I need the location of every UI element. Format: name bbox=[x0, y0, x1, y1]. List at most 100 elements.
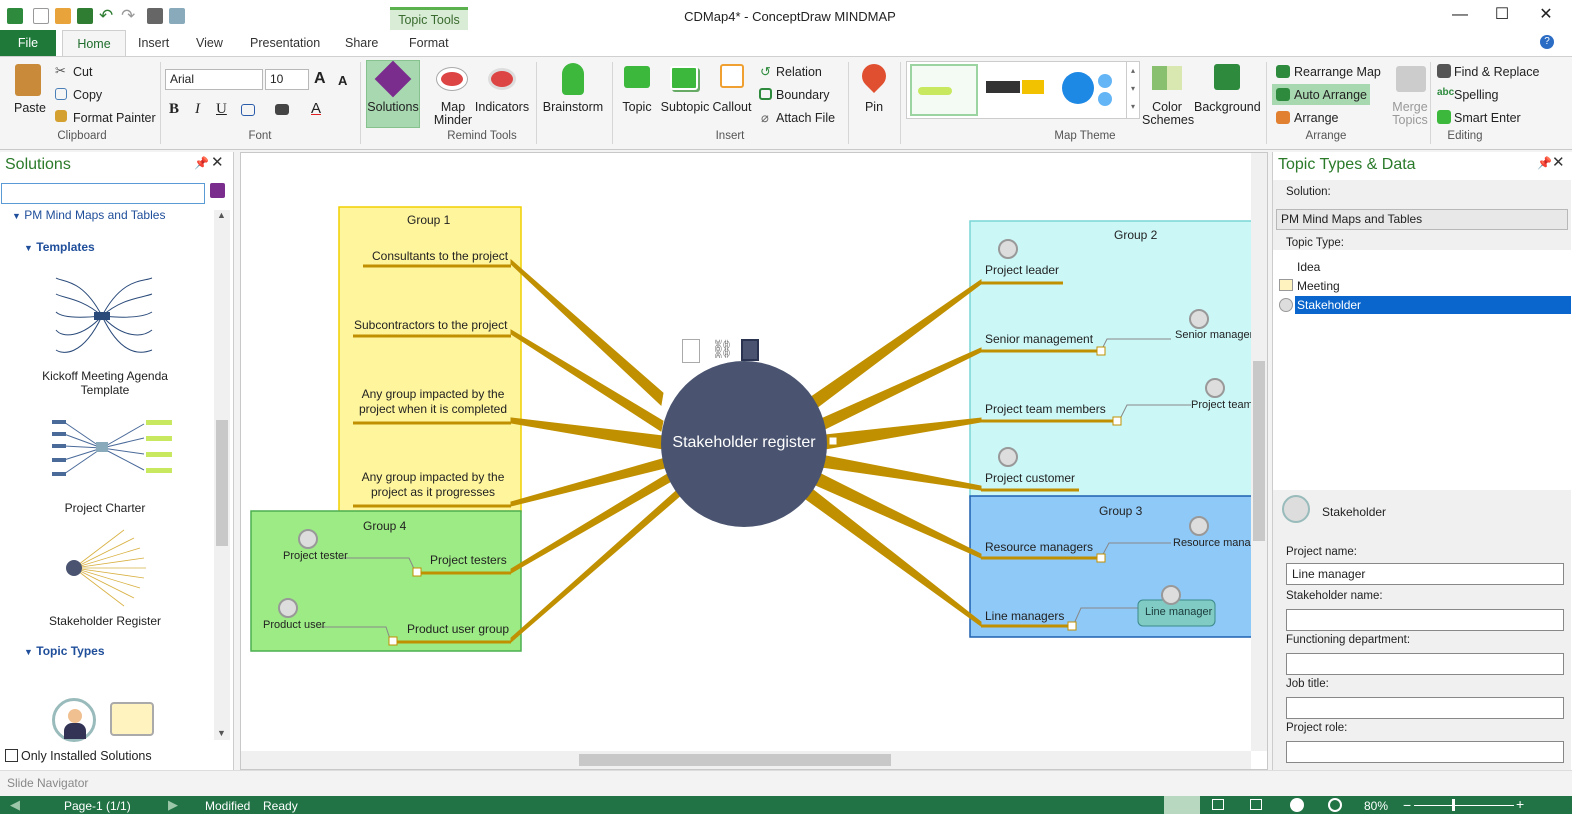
search-icon[interactable] bbox=[210, 183, 225, 198]
solutions-button[interactable]: Solutions bbox=[367, 100, 419, 114]
topic-resource-managers[interactable]: Resource managers bbox=[985, 540, 1094, 554]
horizontal-scrollbar[interactable] bbox=[241, 751, 1251, 769]
close-button[interactable]: ✕ bbox=[1539, 6, 1553, 23]
note-icon[interactable] bbox=[682, 339, 700, 363]
brainstorm-button[interactable]: Brainstorm bbox=[542, 100, 604, 114]
play-icon[interactable] bbox=[1290, 798, 1304, 812]
tab-insert[interactable]: Insert bbox=[138, 36, 170, 50]
print-icon[interactable] bbox=[147, 8, 163, 24]
smart-enter-button[interactable]: Smart Enter bbox=[1454, 111, 1521, 125]
meeting-type-icon[interactable] bbox=[110, 702, 154, 736]
job-title-field[interactable] bbox=[1286, 697, 1564, 719]
context-tab-topic-tools[interactable]: Topic Tools bbox=[390, 7, 468, 30]
font-color-button[interactable]: A bbox=[311, 100, 322, 117]
pin-panel-icon[interactable]: 📌 bbox=[1537, 156, 1552, 170]
tab-file[interactable]: File bbox=[0, 30, 56, 56]
auto-arrange-button[interactable]: Auto Arrange bbox=[1294, 88, 1367, 102]
prev-page-icon[interactable]: ◀ bbox=[10, 797, 20, 812]
settings-icon[interactable] bbox=[1328, 798, 1342, 812]
template-label-kickoff[interactable]: Kickoff Meeting Agenda Template bbox=[42, 369, 168, 397]
font-size-select[interactable]: 10 bbox=[265, 69, 309, 90]
group-4-title[interactable]: Group 4 bbox=[363, 519, 407, 533]
view-outline-icon[interactable] bbox=[1212, 799, 1224, 810]
color-schemes-button[interactable]: Color Schemes bbox=[1142, 100, 1195, 127]
subtopic-project-tester[interactable]: Project tester bbox=[283, 550, 348, 562]
pin-panel-icon[interactable]: 📌 bbox=[194, 156, 209, 170]
stakeholder-type-icon[interactable] bbox=[52, 698, 96, 742]
topic-product-user-group[interactable]: Product user group bbox=[407, 622, 510, 636]
topic-group-impacted-progresses[interactable]: Any group impacted by the project as it … bbox=[361, 470, 505, 499]
topic-group-impacted-completed[interactable]: Any group impacted by the project when i… bbox=[358, 387, 508, 416]
tab-view[interactable]: View bbox=[196, 36, 223, 50]
close-panel-icon[interactable]: ✕ bbox=[1552, 154, 1565, 171]
arrange-button[interactable]: Arrange bbox=[1294, 111, 1339, 125]
cut-button[interactable]: Cut bbox=[73, 65, 93, 79]
group-2-title[interactable]: Group 2 bbox=[1114, 228, 1158, 242]
tab-home[interactable]: Home bbox=[62, 30, 126, 57]
template-thumbnail-stakeholder[interactable] bbox=[64, 526, 154, 610]
format-painter-button[interactable]: Format Painter bbox=[73, 111, 156, 125]
template-label-stakeholder[interactable]: Stakeholder Register bbox=[48, 614, 162, 628]
stakeholder-name-field[interactable] bbox=[1286, 609, 1564, 631]
view-normal-button[interactable] bbox=[1164, 796, 1200, 814]
close-panel-icon[interactable]: ✕ bbox=[211, 154, 224, 171]
help-icon[interactable]: ? bbox=[1540, 35, 1554, 49]
subtopic-senior-manager[interactable]: Senior manager bbox=[1175, 329, 1254, 341]
topic-line-managers[interactable]: Line managers bbox=[985, 609, 1065, 623]
functioning-department-field[interactable] bbox=[1286, 653, 1564, 675]
pin-button[interactable]: Pin bbox=[864, 100, 884, 114]
topic-project-testers[interactable]: Project testers bbox=[430, 553, 507, 567]
shrink-font-button[interactable]: A bbox=[338, 73, 348, 88]
topic-types-header[interactable]: ▼ Topic Types bbox=[24, 644, 105, 658]
topic-type-meeting[interactable]: Meeting bbox=[1297, 279, 1340, 293]
project-name-field[interactable]: Line manager bbox=[1286, 563, 1564, 585]
indicators-button[interactable]: Indicators bbox=[474, 100, 530, 114]
print-preview-icon[interactable] bbox=[169, 8, 185, 24]
topic-senior-management[interactable]: Senior management bbox=[985, 332, 1094, 346]
topic-consultants[interactable]: Consultants to the project bbox=[372, 249, 509, 263]
vertical-scrollbar[interactable] bbox=[1251, 153, 1267, 751]
bold-button[interactable]: B bbox=[169, 101, 180, 117]
topic-subcontractors[interactable]: Subcontractors to the project bbox=[354, 318, 508, 332]
topic-button[interactable]: Topic bbox=[622, 100, 652, 114]
undo-icon[interactable]: ↶ bbox=[99, 6, 114, 25]
paste-button[interactable]: Paste bbox=[14, 101, 46, 115]
tab-share[interactable]: Share bbox=[345, 36, 379, 50]
font-family-select[interactable]: Arial bbox=[165, 69, 263, 90]
boundary-button[interactable]: Boundary bbox=[776, 88, 830, 102]
view-fit-icon[interactable] bbox=[1250, 799, 1262, 810]
solutions-search-input[interactable] bbox=[1, 183, 205, 204]
central-topic[interactable]: Stakeholder register bbox=[672, 434, 816, 451]
subtopic-product-user[interactable]: Product user bbox=[263, 619, 326, 631]
highlight-icon[interactable] bbox=[275, 104, 289, 115]
tree-root-item[interactable]: ▼ PM Mind Maps and Tables bbox=[12, 208, 166, 222]
topic-type-idea[interactable]: Idea bbox=[1297, 260, 1321, 274]
group-1-title[interactable]: Group 1 bbox=[407, 213, 451, 227]
theme-thumbnail[interactable] bbox=[1098, 92, 1112, 106]
callout-button[interactable]: Callout bbox=[712, 100, 752, 114]
template-label-charter[interactable]: Project Charter bbox=[64, 501, 146, 515]
align-icon[interactable] bbox=[241, 104, 255, 116]
template-thumbnail-kickoff[interactable] bbox=[42, 268, 162, 362]
theme-thumbnail[interactable] bbox=[1022, 80, 1044, 94]
maximize-button[interactable]: ☐ bbox=[1494, 6, 1510, 23]
solution-select[interactable]: PM Mind Maps and Tables bbox=[1276, 209, 1568, 230]
theme-thumbnail[interactable] bbox=[1062, 72, 1094, 104]
theme-thumbnail[interactable] bbox=[910, 64, 978, 116]
merge-topics-button[interactable]: Merge Topics bbox=[1392, 100, 1428, 127]
map-minder-button[interactable]: Map Minder bbox=[433, 100, 473, 127]
relation-button[interactable]: Relation bbox=[776, 65, 822, 79]
only-installed-checkbox[interactable] bbox=[5, 749, 18, 762]
map-canvas[interactable]: ⛓ Stakeholder register Group 1 Group 2 G… bbox=[240, 152, 1268, 770]
find-replace-button[interactable]: Find & Replace bbox=[1454, 65, 1540, 79]
attach-file-button[interactable]: Attach File bbox=[776, 111, 836, 125]
group-3-title[interactable]: Group 3 bbox=[1099, 504, 1143, 518]
gallery-scroll[interactable]: ▴▾▾ bbox=[1126, 62, 1139, 118]
rearrange-map-button[interactable]: Rearrange Map bbox=[1294, 65, 1381, 79]
auto-arrange-bg[interactable] bbox=[1272, 84, 1370, 105]
theme-thumbnail[interactable] bbox=[986, 81, 1020, 93]
subtopic-resource-manager[interactable]: Resource manag bbox=[1173, 537, 1257, 549]
save-icon[interactable] bbox=[77, 8, 93, 24]
theme-thumbnail[interactable] bbox=[1098, 74, 1112, 88]
topic-type-stakeholder[interactable]: Stakeholder bbox=[1297, 298, 1362, 312]
